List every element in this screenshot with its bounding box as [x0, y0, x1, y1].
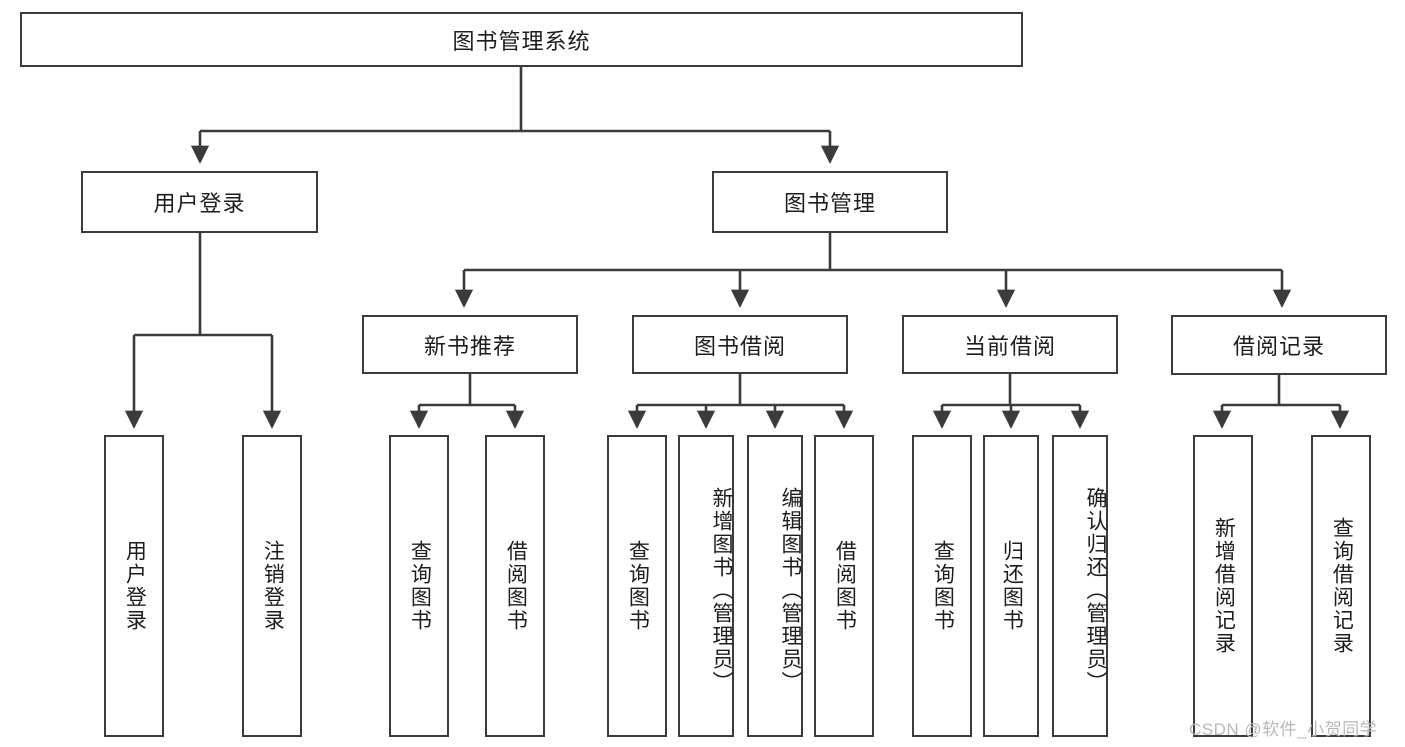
- node-leaf-query-book-3[interactable]: 查询图书: [912, 435, 972, 737]
- node-leaf-add-book[interactable]: 新增图书（管理员）: [678, 435, 734, 737]
- node-root-label: 图书管理系统: [452, 28, 591, 54]
- node-leaf-user-logout[interactable]: 注销登录: [242, 435, 302, 737]
- node-leaf-edit-book-label: 编辑图书（管理员）: [779, 486, 802, 694]
- node-book-manage-label: 图书管理: [783, 191, 876, 216]
- node-leaf-borrow-book-2-label: 借阅图书: [833, 540, 857, 632]
- csdn-watermark: CSDN @软件_小贺同学: [1189, 720, 1378, 739]
- node-leaf-confirm-return-label: 确认归还（管理员）: [1084, 486, 1107, 694]
- node-book-borrow[interactable]: 图书借阅: [632, 315, 848, 374]
- node-leaf-user-login[interactable]: 用户登录: [104, 435, 164, 737]
- node-current-borrow[interactable]: 当前借阅: [902, 315, 1118, 374]
- node-leaf-user-logout-label: 注销登录: [261, 540, 285, 632]
- node-new-book-recommend[interactable]: 新书推荐: [362, 315, 578, 374]
- node-leaf-return-book[interactable]: 归还图书: [983, 435, 1039, 737]
- node-leaf-add-book-label: 新增图书（管理员）: [710, 486, 733, 694]
- node-leaf-confirm-return[interactable]: 确认归还（管理员）: [1052, 435, 1108, 737]
- node-leaf-borrow-book-2[interactable]: 借阅图书: [814, 435, 874, 737]
- node-current-borrow-label: 当前借阅: [963, 333, 1056, 359]
- node-leaf-query-record[interactable]: 查询借阅记录: [1311, 435, 1371, 737]
- node-book-manage[interactable]: 图书管理: [712, 171, 948, 233]
- node-leaf-user-login-label: 用户登录: [123, 540, 147, 632]
- node-leaf-return-book-label: 归还图书: [1000, 540, 1024, 632]
- node-leaf-borrow-book-1[interactable]: 借阅图书: [485, 435, 545, 737]
- node-leaf-add-record-label: 新增借阅记录: [1212, 517, 1236, 655]
- node-leaf-query-book-2[interactable]: 查询图书: [607, 435, 667, 737]
- node-new-book-recommend-label: 新书推荐: [423, 333, 516, 359]
- node-leaf-query-book-3-label: 查询图书: [931, 540, 955, 632]
- node-leaf-query-book-1-label: 查询图书: [408, 540, 432, 632]
- node-borrow-record[interactable]: 借阅记录: [1171, 315, 1387, 375]
- node-user-login[interactable]: 用户登录: [81, 171, 318, 233]
- node-user-login-label: 用户登录: [153, 191, 246, 216]
- node-leaf-add-record[interactable]: 新增借阅记录: [1193, 435, 1253, 737]
- node-leaf-borrow-book-1-label: 借阅图书: [504, 540, 528, 632]
- node-book-borrow-label: 图书借阅: [693, 333, 786, 359]
- node-borrow-record-label: 借阅记录: [1232, 334, 1325, 359]
- node-leaf-edit-book[interactable]: 编辑图书（管理员）: [747, 435, 803, 737]
- node-leaf-query-book-1[interactable]: 查询图书: [389, 435, 449, 737]
- node-leaf-query-record-label: 查询借阅记录: [1330, 517, 1354, 655]
- node-leaf-query-book-2-label: 查询图书: [626, 540, 650, 632]
- node-root[interactable]: 图书管理系统: [20, 12, 1023, 67]
